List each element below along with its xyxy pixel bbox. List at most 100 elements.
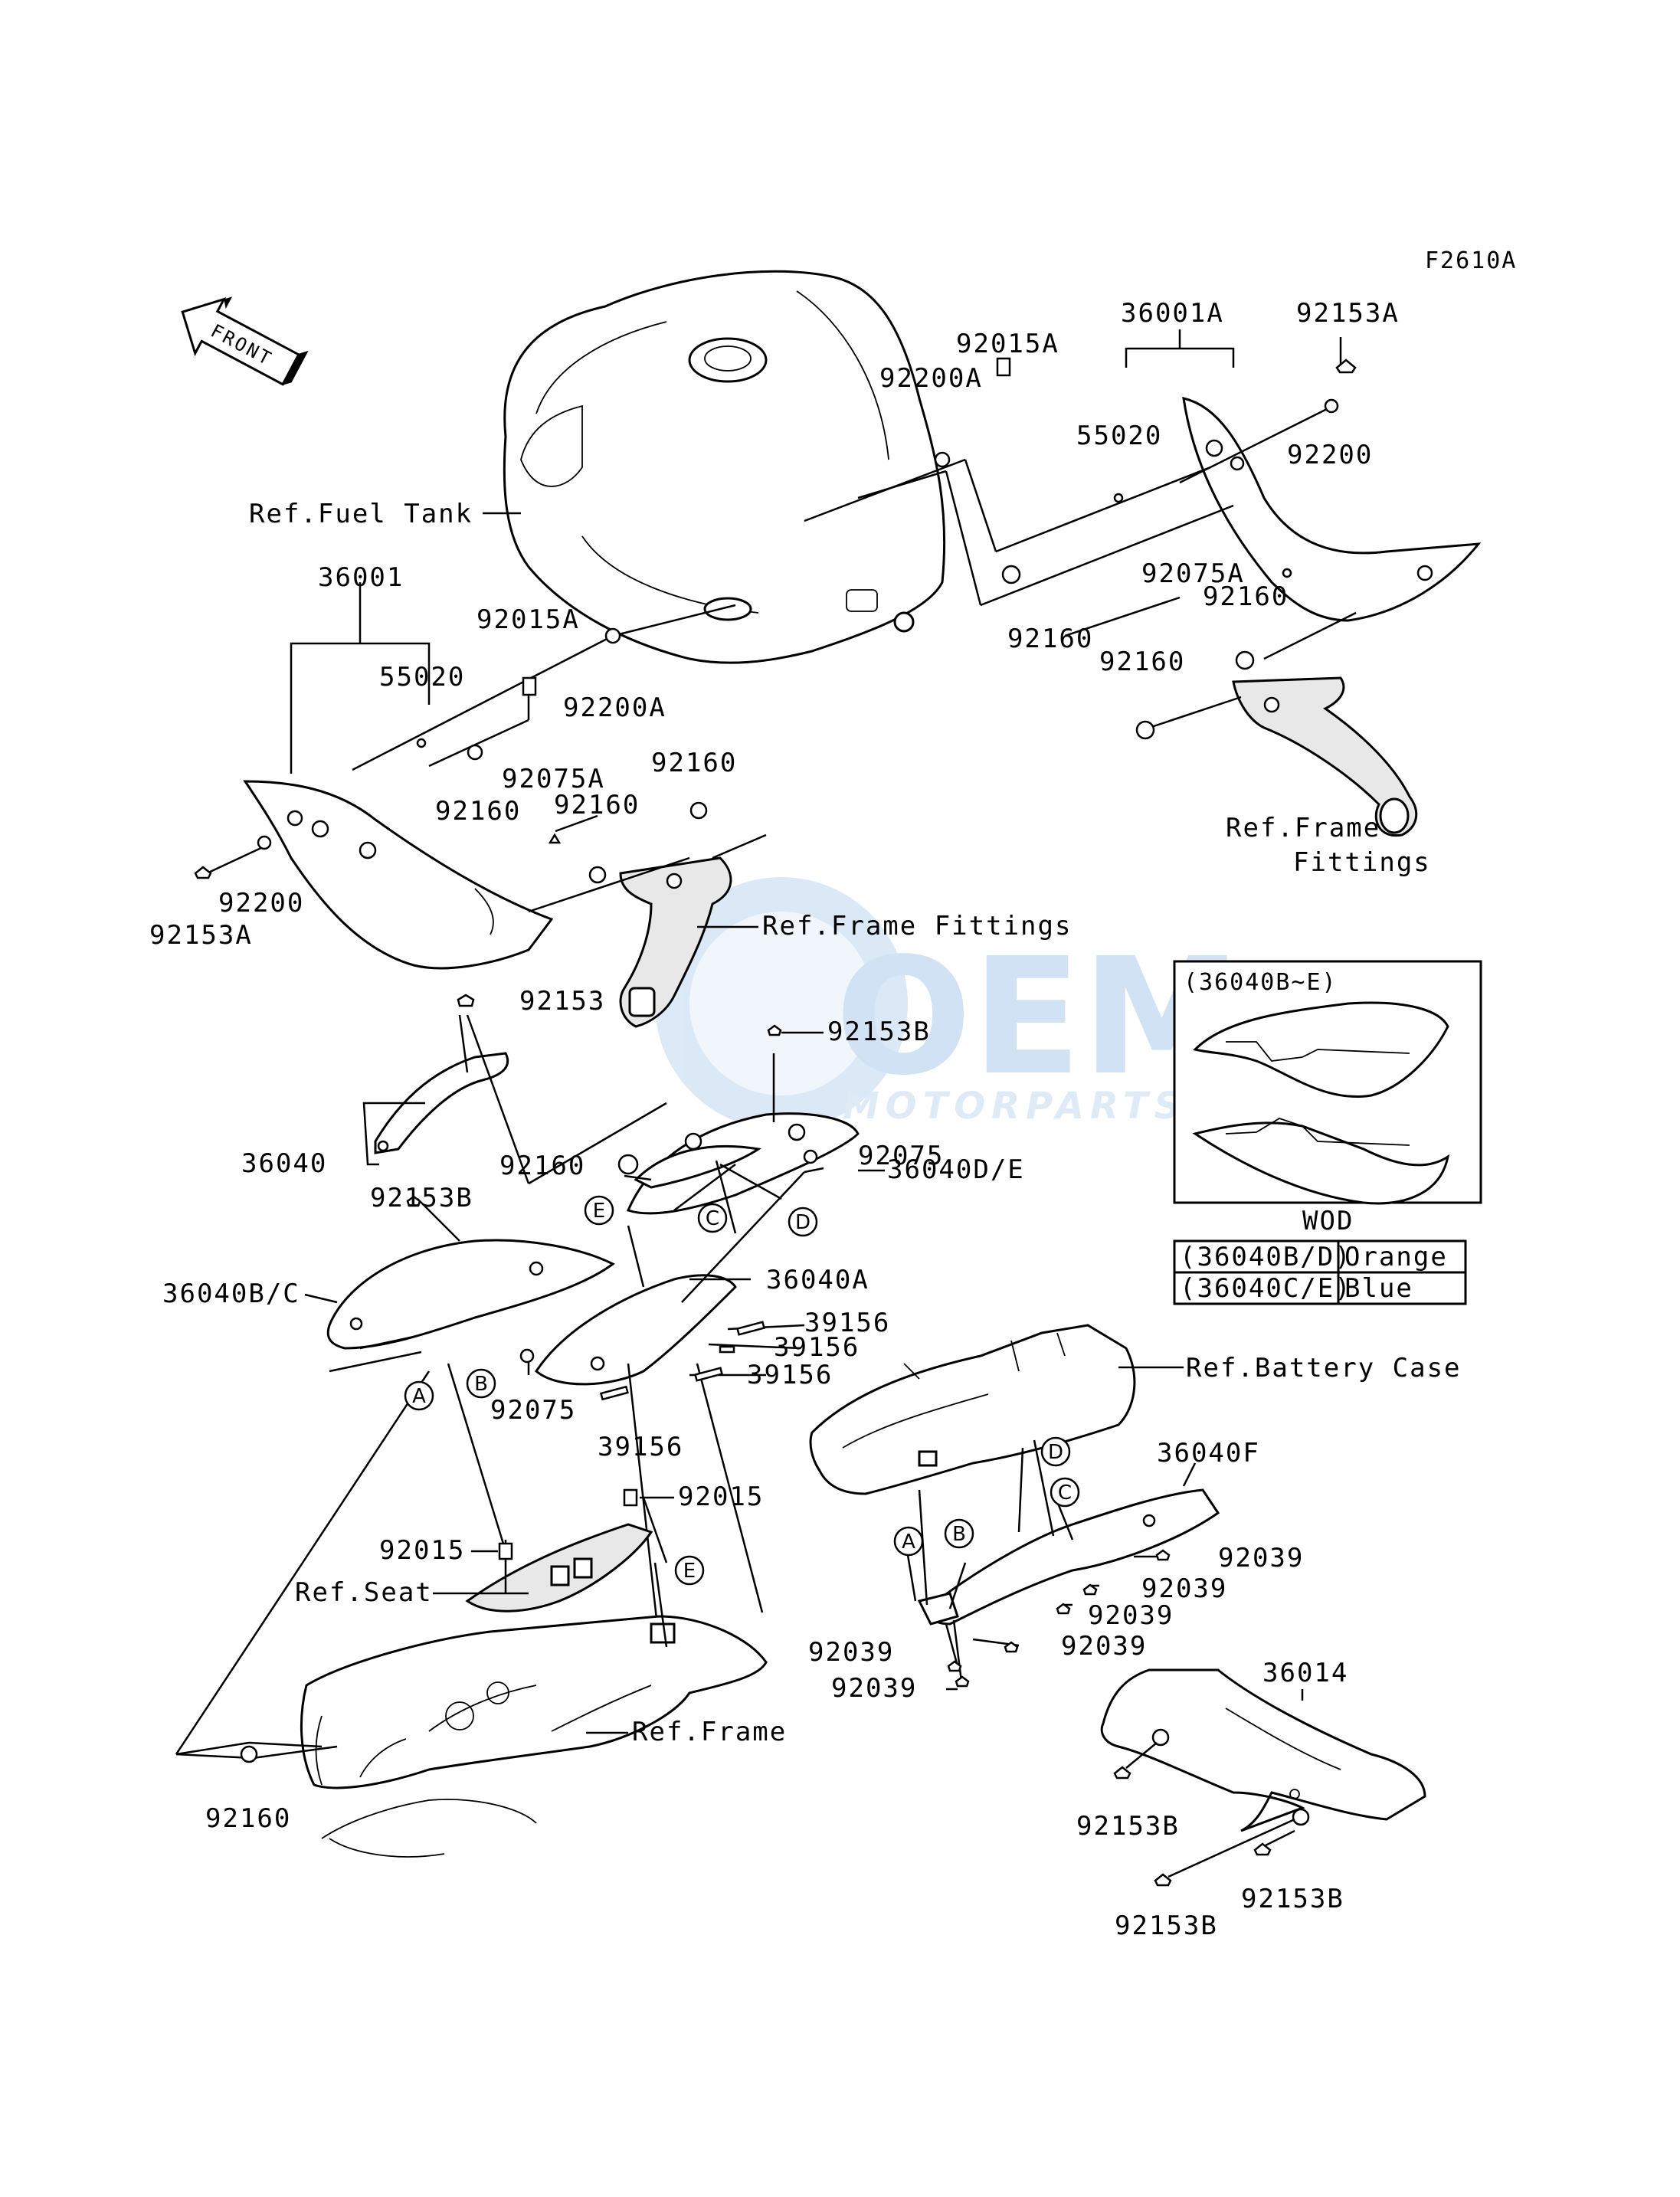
diagram-code: F2610A [1425,247,1517,274]
label-55020-left: 55020 [379,662,465,692]
bolt-92153B-4 [1154,1873,1172,1887]
washer-92200-right [1324,398,1339,414]
cover-36040DE [626,1112,860,1215]
label-92153A-left: 92153A [149,920,253,951]
inset-subtitle: WOD [1302,1206,1354,1236]
label-92015A-right: 92015A [956,329,1059,359]
svg-text:D: D [795,1211,811,1234]
screw-92039-4 [1004,1641,1019,1653]
bolt-92153B-1 [767,1024,782,1036]
svg-text:E: E [683,1560,696,1583]
label-92039-2: 92039 [1141,1573,1227,1604]
clip-92075-1 [803,1149,818,1164]
callout-C-2: C [1050,1477,1080,1508]
label-36001A: 36001A [1121,298,1224,329]
label-92075-1: 92075 [858,1141,944,1171]
label-36014: 36014 [1262,1658,1348,1688]
grommet-92160-right-3 [1135,720,1155,740]
ref-seat: Ref.Seat [295,1577,433,1608]
label-92160-mid: 92160 [499,1151,585,1181]
grab-rail-36040 [374,1052,509,1154]
grommet-92160-mid [617,1154,639,1175]
cover-36040F [917,1488,1220,1626]
label-92039-5: 92039 [808,1637,894,1668]
screw-92039-6 [955,1675,970,1688]
color-table: (36040B/D) Orange (36040C/E) Blue [1173,1239,1467,1305]
label-92075A-right: 92075A [1141,558,1245,589]
table-row-1-color: Orange [1344,1242,1448,1272]
strip-39156-2 [719,1345,735,1354]
bolt-92153 [457,994,475,1007]
chain-guard-36014 [1100,1668,1426,1832]
callout-E-2: E [674,1555,705,1586]
strip-39156-1 [736,1321,765,1336]
label-92160-left-3: 92160 [554,790,640,820]
label-55020-right: 55020 [1076,421,1162,451]
cover-36040A [535,1274,737,1386]
strip-39156-3 [694,1367,723,1382]
ref-frame-fittings-right-b: Fittings [1293,847,1431,878]
grommet-92160-right-1 [1001,565,1021,584]
label-92153B-4: 92153B [1115,1911,1218,1941]
bolt-92153B-5 [1253,1842,1272,1856]
label-92153B-2: 92153B [370,1183,473,1213]
callout-A-1: A [404,1380,434,1411]
label-92039-6: 92039 [831,1673,917,1704]
svg-text:C: C [706,1207,719,1230]
label-92153B-1: 92153B [827,1017,931,1047]
ref-frame: Ref.Frame [632,1717,787,1747]
label-92160-left-1: 92160 [651,748,737,778]
label-92153B-3: 92153B [1076,1811,1180,1842]
label-36040DE: 36040D/E [887,1154,1025,1185]
label-92153: 92153 [519,986,605,1017]
label-92039-3: 92039 [1088,1600,1174,1631]
grommet-92160-left-3 [689,801,708,820]
label-92039-1: 92039 [1218,1543,1304,1573]
collar-92015A-left [522,676,537,696]
collar-92015A-right [996,357,1011,377]
callout-B-2: B [944,1518,974,1549]
collar-92015-2 [623,1488,638,1507]
table-row-1-code: (36040B/D) [1180,1242,1352,1272]
callout-D-2: D [1040,1436,1071,1467]
callout-A-2: A [893,1526,924,1557]
variant-inset: (36040B~E) WOD [1173,960,1482,1236]
label-92200-right: 92200 [1287,440,1373,470]
svg-text:B: B [952,1523,966,1546]
grommet-92160-bottom [240,1745,258,1763]
callout-B-1: B [466,1368,496,1399]
grommet-92160-right-2 [1235,650,1255,670]
screw-92039-1 [1155,1549,1171,1561]
label-39156-3: 39156 [747,1360,833,1390]
label-36001: 36001 [318,562,404,593]
svg-text:D: D [1048,1441,1063,1464]
watermark-sub: MOTORPARTS [843,1085,1187,1128]
bolt-92153B-3 [1113,1766,1131,1780]
grommet-55020-right [1113,493,1124,503]
label-92153B-5: 92153B [1241,1884,1344,1914]
label-36040: 36040 [241,1148,327,1179]
seat-bracket [465,1523,653,1613]
bolt-92153A-left [194,866,212,879]
label-92160-bottom: 92160 [205,1803,291,1834]
table-row-2-color: Blue [1344,1273,1413,1304]
strip-39156-4 [599,1385,629,1401]
clip-92075-2 [519,1348,535,1364]
ref-fuel-tank: Ref.Fuel Tank [249,499,473,529]
washer-92200A-right [934,451,951,468]
svg-text:E: E [593,1200,605,1223]
screw-92039-3 [1056,1603,1071,1615]
clip-92075A-left [548,833,562,844]
bolt-92153B-2 [406,1195,421,1207]
label-92039-4: 92039 [1061,1631,1147,1662]
label-39156-2: 39156 [774,1332,860,1363]
callout-E-1: E [584,1195,614,1226]
label-36040BC: 36040B/C [162,1279,300,1309]
fuel-tank [503,270,946,664]
label-92075A-left: 92075A [502,764,605,794]
svg-text:A: A [412,1385,426,1408]
inset-title: (36040B~E) [1184,969,1338,996]
label-92200A-left: 92200A [563,692,666,723]
label-92160-right-3: 92160 [1099,647,1185,677]
